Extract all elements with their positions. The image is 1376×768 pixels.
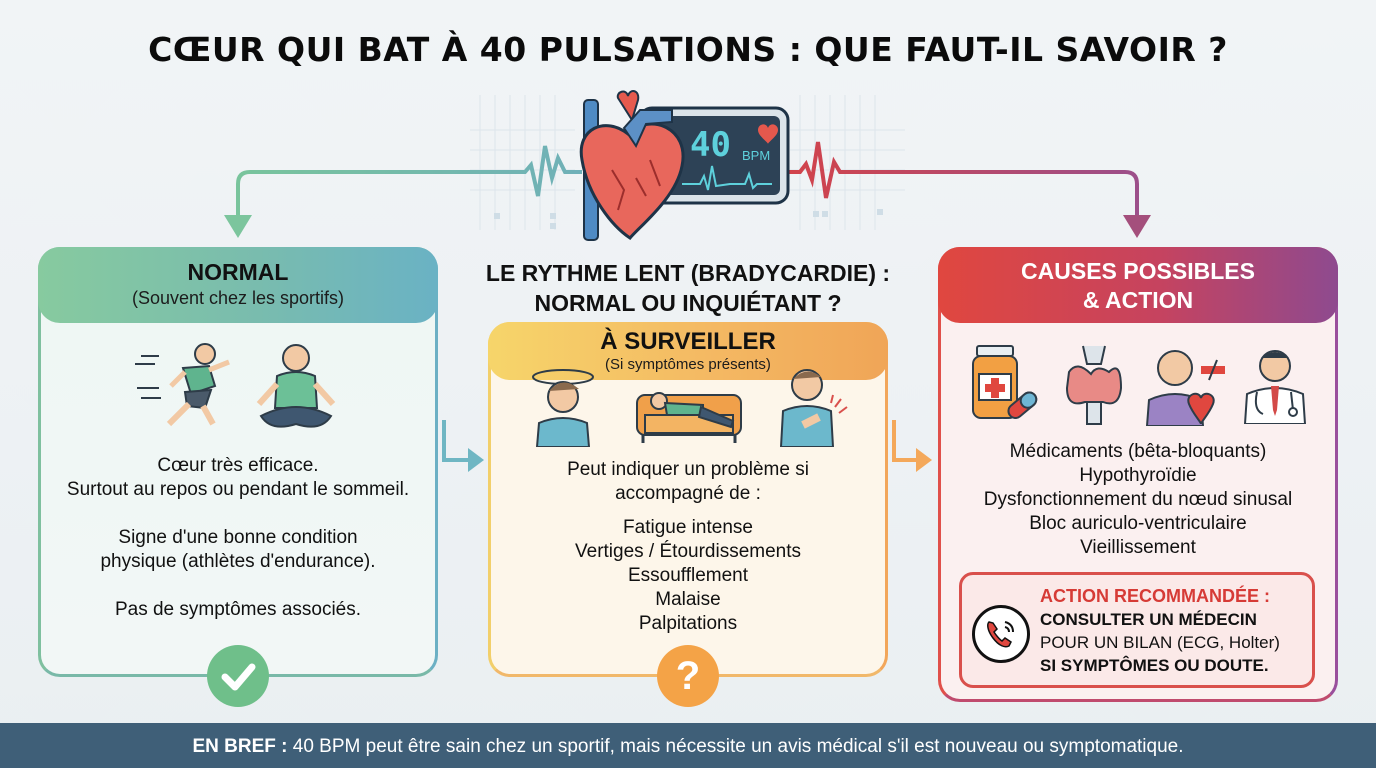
card-watch-title: À SURVEILLER <box>600 328 776 355</box>
bpm-monitor-icon <box>638 106 790 205</box>
arrow-right-icon <box>916 448 932 472</box>
watch-description: Peut indiquer un problème si accompagné … <box>491 458 885 636</box>
card-normal: NORMAL (Souvent chez les sportifs) Cœur … <box>38 247 438 677</box>
runner-icon <box>135 343 230 427</box>
card-normal-subtitle: (Souvent chez les sportifs) <box>131 288 345 308</box>
heart-icon <box>579 90 685 241</box>
summary-footer: EN BREF : 40 BPM peut être sain chez un … <box>0 723 1376 768</box>
causes-list: Médicaments (bêta-bloquants) Hypothyroïd… <box>941 440 1335 560</box>
grid-decoration <box>470 95 905 230</box>
elderly-heart-icon <box>1145 350 1225 426</box>
symptom-item: Malaise <box>655 589 721 610</box>
check-icon <box>207 645 269 707</box>
card-causes: CAUSES POSSIBLES & ACTION Médicaments (b… <box>938 247 1338 702</box>
chest-pain-person-icon <box>779 369 848 447</box>
footer-label: EN BREF : <box>192 736 288 757</box>
middle-heading: LE RYTHME LENT (BRADYCARDIE) : NORMAL OU… <box>485 260 891 316</box>
dizzy-person-icon <box>532 369 594 447</box>
phone-icon <box>972 605 1030 663</box>
symptom-item: Fatigue intense <box>623 517 753 538</box>
cause-item: Vieillissement <box>1080 537 1196 558</box>
symptom-item: Vertiges / Étourdissements <box>575 541 801 562</box>
card-normal-header: NORMAL (Souvent chez les sportifs) <box>38 247 438 323</box>
connector-left <box>236 145 582 215</box>
arrow-down-right-icon <box>1123 215 1151 238</box>
symptom-item: Essoufflement <box>627 565 749 586</box>
medication-icon <box>972 345 1038 420</box>
tired-person-couch-icon <box>636 392 742 443</box>
cause-item: Bloc auriculo-ventriculaire <box>1029 513 1247 534</box>
card-watch-subtitle: (Si symptômes présents) <box>605 356 771 373</box>
cause-item: Dysfonctionnement du nœud sinusal <box>983 489 1293 510</box>
symptom-item: Palpitations <box>638 613 738 634</box>
thyroid-icon <box>1065 345 1123 425</box>
question-icon: ? <box>657 645 719 707</box>
card-watch: À SURVEILLER (Si symptômes présents) Peu… <box>488 322 888 677</box>
doctor-icon <box>1243 350 1307 424</box>
action-title: ACTION RECOMMANDÉE : <box>1040 586 1270 606</box>
cause-item: Médicaments (bêta-bloquants) <box>1009 441 1267 462</box>
footer-text: 40 BPM peut être sain chez un sportif, m… <box>287 736 1184 757</box>
connector-right <box>788 141 1139 215</box>
arrow-down-left-icon <box>224 215 252 238</box>
card-causes-title: CAUSES POSSIBLES & ACTION <box>1021 258 1255 313</box>
arrow-right-icon <box>468 448 484 472</box>
normal-description: Cœur très efficace. Surtout au repos ou … <box>66 455 410 620</box>
svg-text:BPM: BPM <box>742 148 770 163</box>
card-normal-title: NORMAL <box>187 259 289 285</box>
meditation-icon <box>256 344 336 428</box>
action-recommended-box: ACTION RECOMMANDÉE : CONSULTER UN MÉDECI… <box>959 572 1315 688</box>
connector-mid-right <box>892 420 918 462</box>
connector-mid-left <box>442 420 470 462</box>
card-watch-header: À SURVEILLER (Si symptômes présents) <box>488 322 888 380</box>
page-title: CŒUR QUI BAT À 40 PULSATIONS : QUE FAUT-… <box>148 30 1228 69</box>
bpm-value: 40 <box>690 125 731 165</box>
cause-item: Hypothyroïdie <box>1079 465 1197 486</box>
card-causes-header: CAUSES POSSIBLES & ACTION <box>938 247 1338 323</box>
